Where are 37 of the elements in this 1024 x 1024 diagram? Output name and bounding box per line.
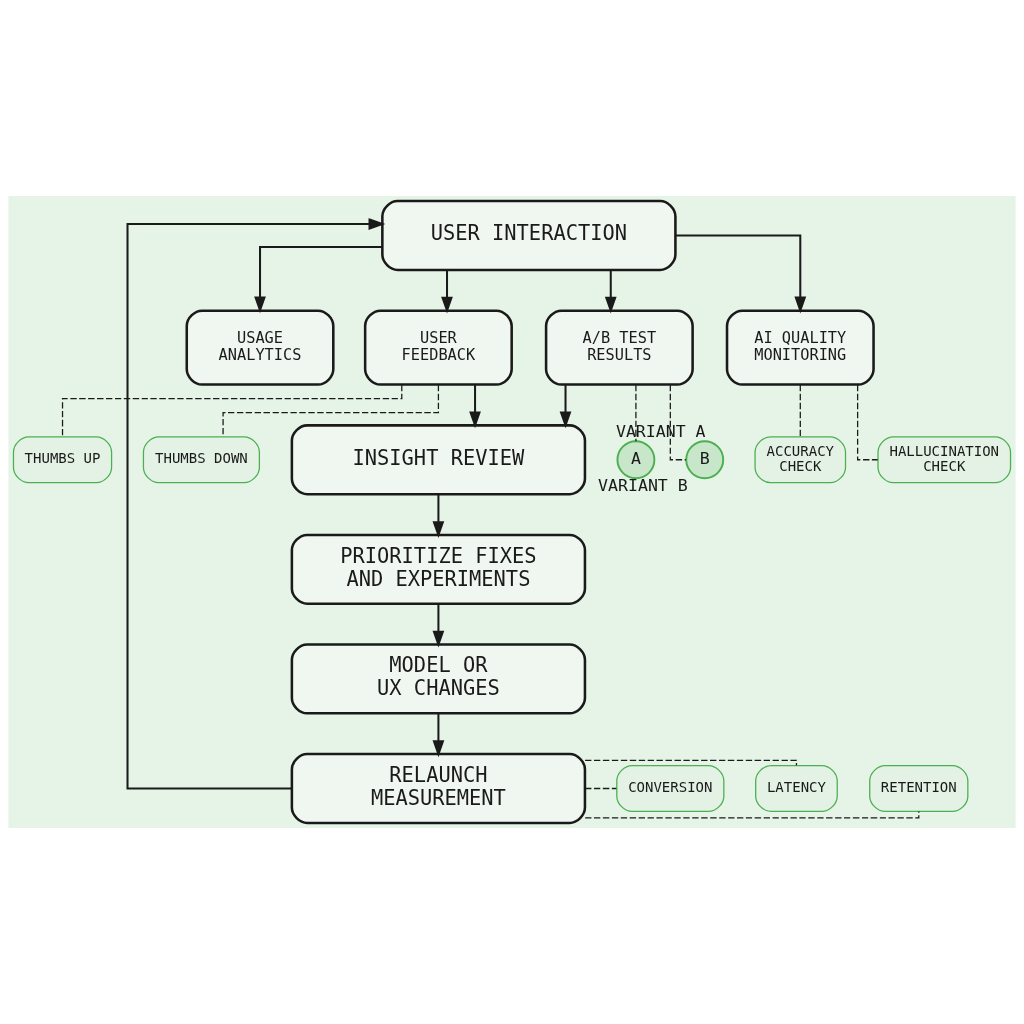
arrow (126, 218, 386, 790)
node-box: USER INTERACTION (381, 199, 677, 272)
arrow (254, 245, 383, 314)
node-box: RELAUNCH MEASUREMENT (290, 752, 587, 825)
connector (669, 384, 687, 461)
node-box: RETENTION (869, 764, 969, 813)
node-box: MODEL OR UX CHANGES (290, 643, 587, 715)
node-box: USAGE ANALYTICS (185, 309, 335, 386)
node-box: A/B TEST RESULTS (544, 309, 694, 386)
arrow (675, 234, 807, 314)
node-label: VARIANT A (615, 421, 706, 441)
node-box: HALLUCINATION CHECK (877, 436, 1012, 484)
node-circle: B (685, 440, 725, 480)
arrow (432, 604, 445, 648)
node-box: CONVERSION (616, 764, 725, 813)
arrow (441, 270, 453, 314)
arrow (604, 270, 617, 314)
node-box: THUMBS UP (12, 436, 113, 484)
node-circle: A (616, 440, 656, 480)
connector (857, 384, 879, 461)
node-box: USER FEEDBACK (363, 309, 513, 386)
connector (222, 384, 440, 438)
node-box: THUMBS DOWN (142, 436, 261, 484)
node-box: ACCURACY CHECK (754, 436, 847, 484)
arrow (432, 494, 445, 538)
arrow (432, 713, 445, 758)
connector (799, 384, 801, 438)
connector (584, 810, 920, 819)
node-box: AI QUALITY MONITORING (725, 309, 875, 386)
node-box: LATENCY (755, 764, 838, 813)
node-box: PRIORITIZE FIXES AND EXPERIMENTS (290, 533, 587, 605)
node-box: INSIGHT REVIEW (290, 424, 587, 496)
connector (584, 787, 617, 790)
arrow (559, 384, 572, 429)
connector (584, 759, 798, 766)
arrow (469, 384, 481, 429)
connector (635, 384, 637, 442)
